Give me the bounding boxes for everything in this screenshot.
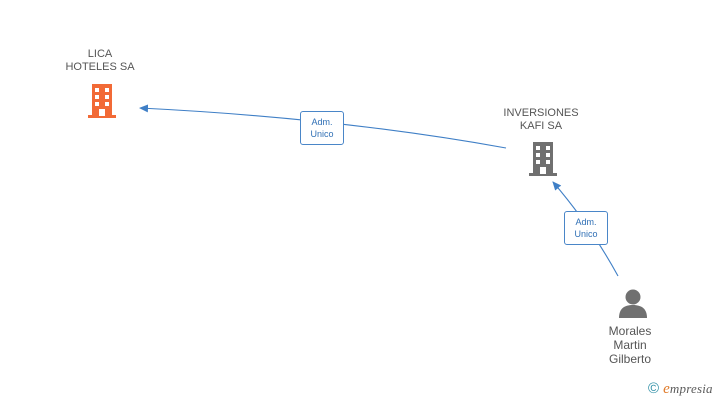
node-label-morales-martin-gilberto: Morales Martin Gilberto (580, 324, 680, 366)
node-label-lica-hoteles: LICA HOTELES SA (40, 48, 160, 74)
building-icon[interactable] (86, 84, 118, 118)
logo-initial: e (663, 380, 670, 397)
edge-label-line: Unico (574, 229, 598, 239)
node-label-line: HOTELES SA (65, 61, 135, 73)
node-label-line: INVERSIONES (503, 107, 579, 119)
edge-label-adm-unico[interactable]: Adm. Unico (300, 111, 344, 145)
node-label-line: KAFI SA (519, 120, 563, 132)
copyright-symbol: © (648, 380, 660, 397)
node-label-line: Gilberto (608, 352, 652, 366)
node-label-line: Martin (613, 338, 647, 352)
edge-label-line: Unico (310, 129, 334, 139)
empresia-watermark: © empresia (648, 380, 713, 398)
empresia-logo: empresia (663, 381, 713, 398)
edge-label-adm-unico[interactable]: Adm. Unico (564, 211, 608, 245)
node-label-inversiones-kafi: INVERSIONES KAFI SA (481, 107, 601, 133)
person-icon[interactable] (617, 288, 649, 318)
node-label-line: Morales (608, 324, 652, 338)
building-icon[interactable] (527, 142, 559, 176)
edge-label-line: Adm. (311, 117, 333, 127)
logo-rest: mpresia (669, 380, 713, 396)
node-label-line: LICA (87, 48, 113, 60)
edge-label-line: Adm. (575, 217, 597, 227)
